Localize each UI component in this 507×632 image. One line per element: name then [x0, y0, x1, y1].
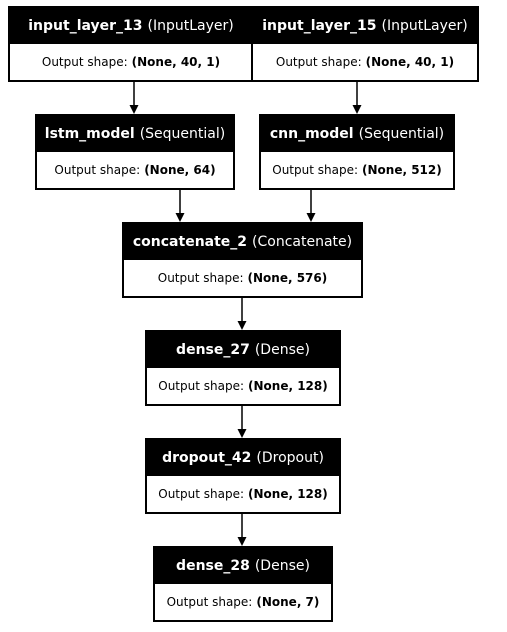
output-shape-label: Output shape:: [272, 163, 359, 177]
layer-output-shape: Output shape: (None, 128): [147, 368, 339, 404]
layer-name: input_layer_15: [262, 18, 377, 34]
output-shape-value: (None, 512): [362, 163, 442, 177]
output-shape-label: Output shape:: [41, 55, 128, 69]
layer-node-input-layer-15: input_layer_15 (InputLayer) Output shape…: [251, 6, 479, 82]
layer-name: dense_27: [176, 342, 250, 358]
edge-concatenate_2-to-dense_27: [237, 298, 247, 330]
layer-type: (Dropout): [256, 450, 324, 466]
layer-header: concatenate_2 (Concatenate): [124, 224, 361, 260]
layer-output-shape: Output shape: (None, 64): [37, 152, 233, 188]
layer-output-shape: Output shape: (None, 576): [124, 260, 361, 296]
edge-lstm_model-to-concatenate_2: [175, 190, 185, 222]
edge-input_layer_13-to-lstm_model: [129, 82, 139, 114]
output-shape-value: (None, 40, 1): [131, 55, 221, 69]
output-shape-value: (None, 40, 1): [365, 55, 455, 69]
arrow-head-icon: [129, 105, 139, 114]
layer-type: (Sequential): [358, 126, 445, 142]
output-shape-label: Output shape:: [158, 379, 245, 393]
layer-type: (InputLayer): [381, 18, 468, 34]
output-shape-value: (None, 576): [247, 271, 328, 285]
layer-output-shape: Output shape: (None, 40, 1): [253, 44, 477, 80]
output-shape-label: Output shape:: [158, 487, 245, 501]
arrow-head-icon: [237, 537, 247, 546]
layer-name: lstm_model: [44, 126, 135, 142]
layer-node-lstm-model: lstm_model (Sequential) Output shape: (N…: [35, 114, 235, 190]
output-shape-value: (None, 7): [256, 595, 320, 609]
arrow-head-icon: [175, 213, 185, 222]
arrow-head-icon: [237, 321, 247, 330]
layer-node-dropout-42: dropout_42 (Dropout) Output shape: (None…: [145, 438, 341, 514]
layer-header: dropout_42 (Dropout): [147, 440, 339, 476]
layer-output-shape: Output shape: (None, 128): [147, 476, 339, 512]
arrow-head-icon: [306, 213, 316, 222]
arrow-head-icon: [352, 105, 362, 114]
edge-dense_27-to-dropout_42: [237, 406, 247, 438]
arrow-head-icon: [237, 429, 247, 438]
layer-node-input-layer-13: input_layer_13 (InputLayer) Output shape…: [8, 6, 254, 82]
layer-type: (Dense): [254, 558, 310, 574]
layer-name: input_layer_13: [28, 18, 143, 34]
layer-type: (Sequential): [139, 126, 226, 142]
output-shape-label: Output shape:: [166, 595, 253, 609]
output-shape-value: (None, 64): [144, 163, 216, 177]
layer-name: concatenate_2: [132, 234, 248, 250]
layer-name: dropout_42: [162, 450, 252, 466]
edge-cnn_model-to-concatenate_2: [306, 190, 316, 222]
layer-header: dense_27 (Dense): [147, 332, 339, 368]
layer-node-dense-28: dense_28 (Dense) Output shape: (None, 7): [153, 546, 333, 622]
edge-input_layer_15-to-cnn_model: [352, 82, 362, 114]
layer-header: dense_28 (Dense): [155, 548, 331, 584]
layer-name: dense_28: [176, 558, 250, 574]
layer-header: cnn_model (Sequential): [261, 116, 453, 152]
output-shape-value: (None, 128): [248, 487, 328, 501]
layer-header: input_layer_13 (InputLayer): [10, 8, 252, 44]
layer-type: (Dense): [254, 342, 310, 358]
layer-node-concatenate-2: concatenate_2 (Concatenate) Output shape…: [122, 222, 363, 298]
output-shape-label: Output shape:: [275, 55, 362, 69]
layer-header: lstm_model (Sequential): [37, 116, 233, 152]
output-shape-value: (None, 128): [248, 379, 328, 393]
layer-node-cnn-model: cnn_model (Sequential) Output shape: (No…: [259, 114, 455, 190]
layer-output-shape: Output shape: (None, 512): [261, 152, 453, 188]
layer-header: input_layer_15 (InputLayer): [253, 8, 477, 44]
layer-node-dense-27: dense_27 (Dense) Output shape: (None, 12…: [145, 330, 341, 406]
layer-name: cnn_model: [269, 126, 354, 142]
layer-output-shape: Output shape: (None, 40, 1): [10, 44, 252, 80]
layer-type: (Concatenate): [252, 234, 353, 250]
output-shape-label: Output shape:: [54, 163, 141, 177]
layer-type: (InputLayer): [147, 18, 234, 34]
layer-output-shape: Output shape: (None, 7): [155, 584, 331, 620]
output-shape-label: Output shape:: [157, 271, 244, 285]
edge-dropout_42-to-dense_28: [237, 514, 247, 546]
